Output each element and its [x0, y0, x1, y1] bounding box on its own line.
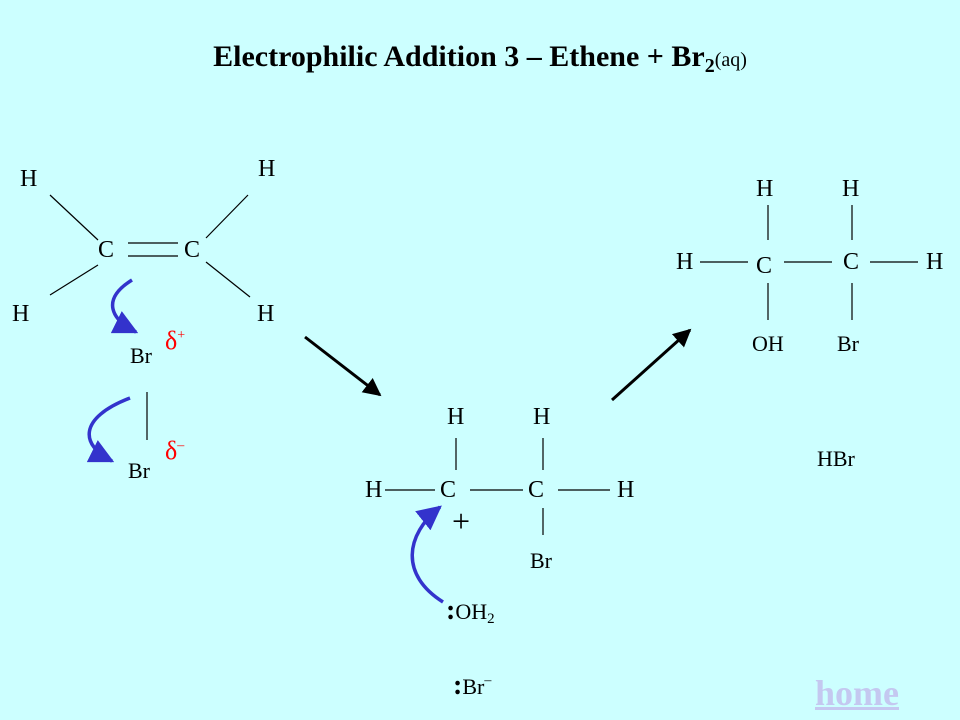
- reaction-arrow-2: [610, 328, 692, 402]
- ethene-h-bottom-right: H: [257, 301, 275, 327]
- byproduct-hbr: HBr: [817, 446, 855, 471]
- bond-h-c-top-left: [49, 194, 99, 241]
- delta-plus: δ+: [165, 326, 186, 355]
- ethene-c-right: C: [184, 237, 201, 263]
- bond-c-h-top-right: [205, 194, 249, 239]
- carbocation-h-top-1: H: [447, 404, 465, 430]
- product-h-left: H: [676, 249, 694, 275]
- bond-h-c-bottom-left: [49, 264, 99, 296]
- bond-c-h-bottom-right: [205, 261, 251, 298]
- product-h-top-1: H: [756, 176, 774, 202]
- carbocation-plus: +: [452, 503, 471, 539]
- curly-arrow-br-br: [86, 396, 131, 463]
- bromine-br-bottom: Br: [128, 458, 150, 483]
- page-title: Electrophilic Addition 3 – Ethene + Br2(…: [213, 40, 747, 77]
- ethene-h-bottom-left: H: [12, 301, 30, 327]
- product-c1: C: [756, 253, 773, 279]
- product-h-right: H: [926, 249, 944, 275]
- water-nucleophile: :OH2: [446, 595, 495, 627]
- ethene-h-top-left: H: [20, 166, 38, 192]
- bromide-ion: :Br–: [453, 670, 492, 701]
- product-h-top-2: H: [842, 176, 860, 202]
- delta-minus: δ–: [165, 436, 185, 465]
- carbocation-br: Br: [530, 548, 552, 573]
- bromine-br-top: Br: [130, 343, 152, 368]
- product-oh: OH: [752, 331, 784, 356]
- home-link[interactable]: home: [815, 673, 899, 713]
- ethene-c-left: C: [98, 237, 115, 263]
- product-br: Br: [837, 331, 859, 356]
- carbocation-h-top-2: H: [533, 404, 551, 430]
- ethene-h-top-right: H: [258, 156, 276, 182]
- carbocation-c1: C: [440, 477, 457, 503]
- carbocation-h-right: H: [617, 477, 635, 503]
- carbocation-h-left: H: [365, 477, 383, 503]
- curly-arrow-pi-bond: [110, 278, 139, 334]
- reaction-arrow-1: [304, 335, 382, 397]
- carbocation-c2: C: [528, 477, 545, 503]
- curly-arrow-water: [410, 505, 444, 604]
- product-c2: C: [843, 249, 860, 275]
